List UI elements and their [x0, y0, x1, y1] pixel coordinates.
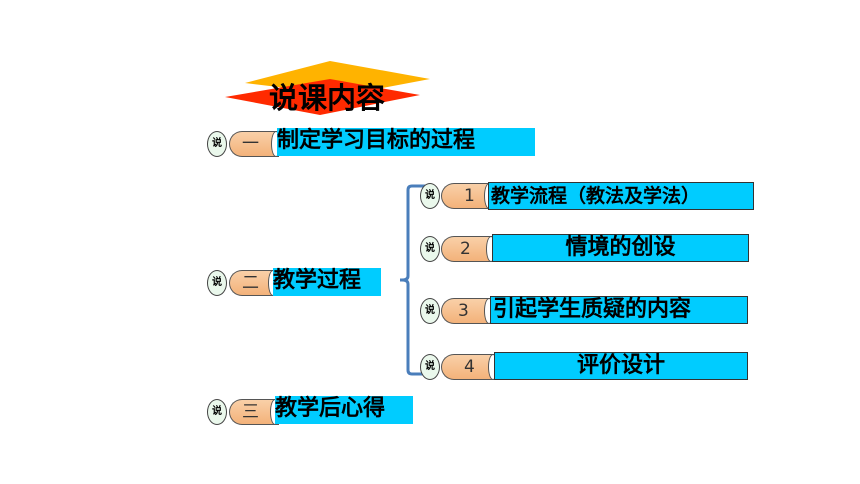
subitem-4-title[interactable]: 评价设计 — [494, 352, 748, 380]
subitem-4-badge: 说 — [420, 354, 440, 380]
section-3-badge: 说 — [207, 399, 227, 425]
subitem-3-badge: 说 — [420, 298, 440, 324]
subitem-2-title[interactable]: 情境的创设 — [492, 234, 749, 262]
subitem-2-badge: 说 — [420, 236, 440, 262]
title-banner-shape — [225, 61, 430, 115]
section-1-badge: 说 — [207, 131, 227, 157]
subitem-bracket — [400, 184, 426, 376]
section-2-title[interactable]: 教学过程 — [273, 268, 381, 296]
section-2-badge: 说 — [207, 270, 227, 296]
subitem-3-title[interactable]: 引起学生质疑的内容 — [490, 296, 748, 324]
section-1-title[interactable]: 制定学习目标的过程 — [277, 128, 535, 156]
section-3-title[interactable]: 教学后心得 — [275, 396, 413, 424]
subitem-1-badge: 说 — [420, 183, 440, 209]
subitem-1-title[interactable]: 教学流程（教法及学法） — [488, 182, 754, 210]
page-title: 说课内容 — [268, 81, 385, 115]
